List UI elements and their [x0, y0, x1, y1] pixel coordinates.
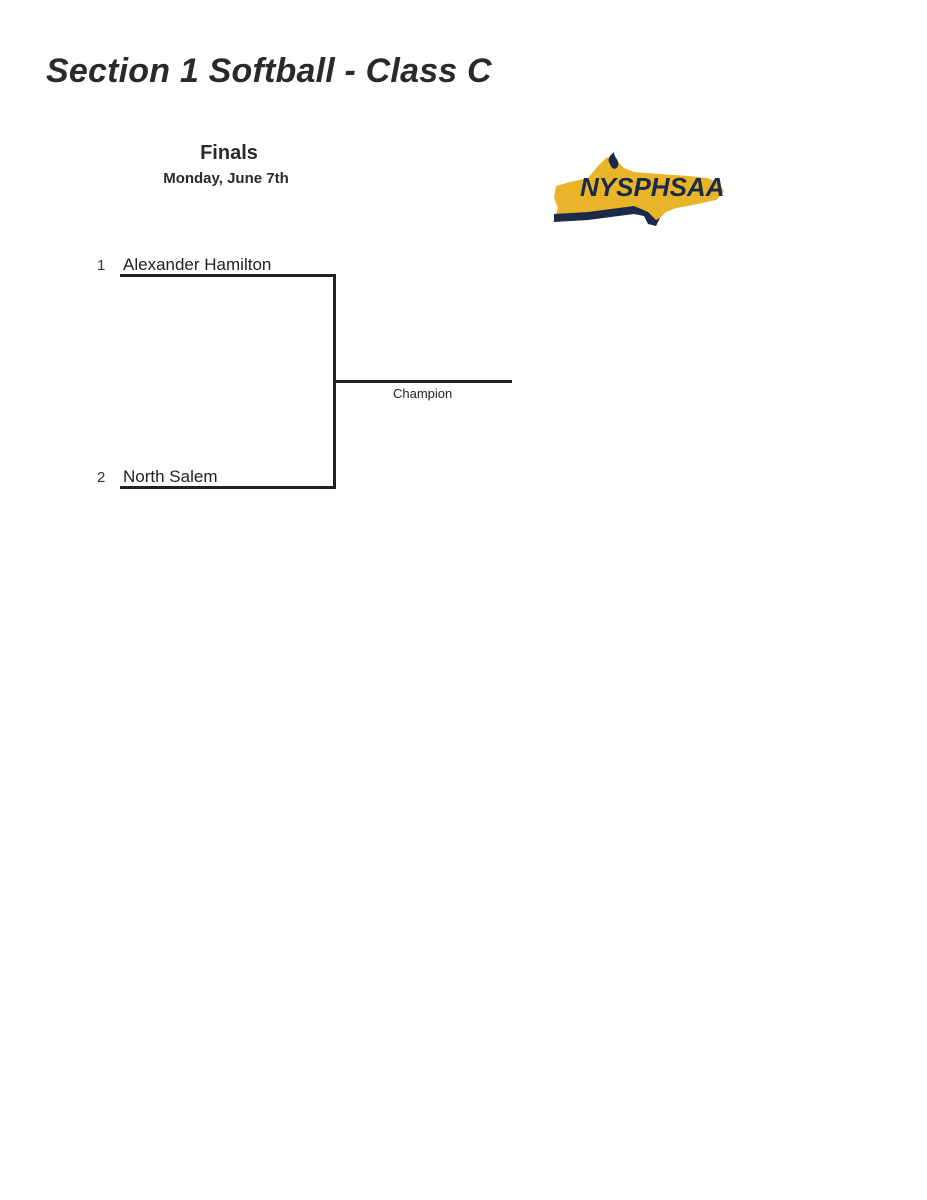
- round-title: Finals: [200, 142, 258, 164]
- champion-label: Champion: [393, 386, 453, 401]
- team-1-line: [120, 274, 336, 277]
- team-1-name: Alexander Hamilton: [123, 255, 272, 274]
- team-2-line: [120, 486, 336, 489]
- team-1-seed: 1: [97, 257, 106, 274]
- champion-line: [336, 380, 512, 383]
- team-2-name: North Salem: [123, 467, 218, 486]
- page-title: Section 1 Softball - Class C: [46, 52, 492, 90]
- logo-text: NYSPHSAA: [580, 172, 724, 202]
- nysphsaa-logo-icon: NYSPHSAA: [554, 152, 724, 226]
- bracket-connector: [333, 274, 336, 489]
- nysphsaa-logo: NYSPHSAA: [548, 148, 732, 230]
- team-2-seed: 2: [97, 469, 106, 486]
- round-date: Monday, June 7th: [163, 170, 289, 187]
